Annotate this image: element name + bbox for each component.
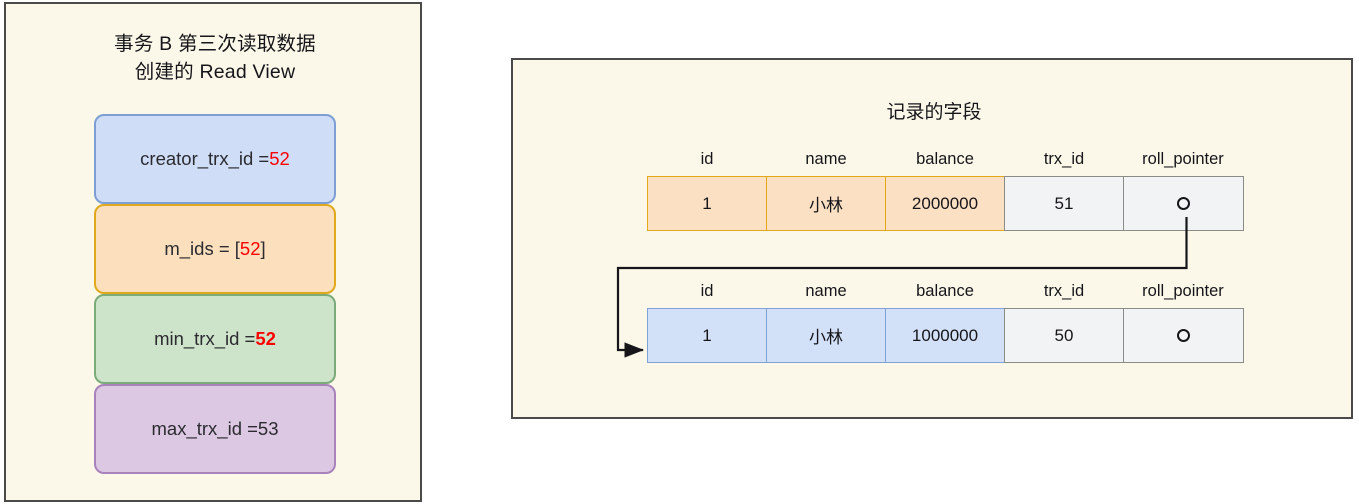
cell-trx-id: 50: [1004, 308, 1124, 363]
column-header-id: id: [700, 282, 714, 300]
creator-trx-id-value: 52: [269, 148, 290, 169]
record-version-table-current: id name balance trx_id roll_pointer 1 小林…: [647, 150, 1248, 231]
max-trx-id-value: 53: [257, 418, 279, 439]
table-row: 1 小林 2000000 51: [647, 176, 1248, 231]
circle-icon: [1177, 329, 1190, 342]
record-table-header-row: id name balance trx_id roll_pointer: [647, 282, 1248, 308]
read-view-title: 事务 B 第三次读取数据 创建的 Read View: [6, 30, 424, 86]
read-view-field-max-trx-id: max_trx_id = 53: [94, 384, 336, 474]
record-fields-panel: 记录的字段 id name balance trx_id roll_pointe…: [511, 58, 1353, 419]
m-ids-suffix: ]: [260, 238, 266, 259]
column-header-id: id: [700, 150, 714, 168]
min-trx-id-value: 52: [255, 328, 276, 349]
read-view-field-creator-trx-id: creator_trx_id = 52: [94, 114, 336, 204]
circle-icon: [1177, 197, 1190, 210]
table-row: 1 小林 1000000 50: [647, 308, 1248, 363]
record-panel-title: 记录的字段: [886, 102, 982, 123]
column-header-roll-pointer: roll_pointer: [1142, 282, 1224, 300]
cell-id: 1: [647, 176, 767, 231]
min-trx-id-label: min_trx_id =: [154, 328, 256, 349]
cell-balance: 2000000: [885, 176, 1005, 231]
read-view-panel: 事务 B 第三次读取数据 创建的 Read View creator_trx_i…: [4, 2, 422, 502]
column-header-trx-id: trx_id: [1043, 150, 1085, 168]
cell-balance: 1000000: [885, 308, 1005, 363]
cell-trx-id: 51: [1004, 176, 1124, 231]
m-ids-value: 52: [239, 238, 261, 259]
read-view-title-line1: 事务 B 第三次读取数据: [114, 33, 316, 55]
column-header-balance: balance: [916, 150, 974, 168]
cell-roll-pointer: [1123, 176, 1244, 231]
column-header-name: name: [805, 150, 847, 168]
record-version-table-previous: id name balance trx_id roll_pointer 1 小林…: [647, 282, 1248, 363]
max-trx-id-label: max_trx_id =: [151, 418, 258, 439]
cell-id: 1: [647, 308, 767, 363]
record-table-header-row: id name balance trx_id roll_pointer: [647, 150, 1248, 176]
cell-name: 小林: [766, 308, 886, 363]
read-view-field-m-ids: m_ids = [52]: [94, 204, 336, 294]
column-header-roll-pointer: roll_pointer: [1142, 150, 1224, 168]
read-view-title-line2: 创建的 Read View: [134, 61, 296, 83]
m-ids-label: m_ids = [: [164, 238, 240, 259]
column-header-balance: balance: [916, 282, 974, 300]
creator-trx-id-label: creator_trx_id =: [140, 148, 270, 169]
column-header-name: name: [805, 282, 847, 300]
column-header-trx-id: trx_id: [1043, 282, 1085, 300]
cell-name: 小林: [766, 176, 886, 231]
read-view-field-min-trx-id: min_trx_id = 52: [94, 294, 336, 384]
cell-roll-pointer: [1123, 308, 1244, 363]
